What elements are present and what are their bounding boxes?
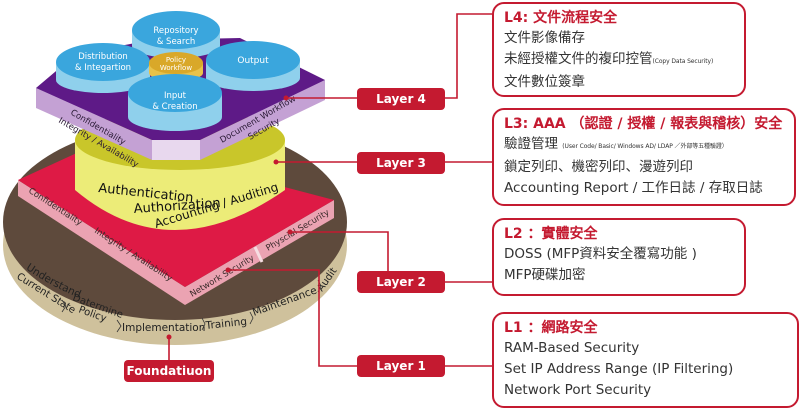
l4-title: L4: 文件流程安全 — [504, 10, 618, 26]
l3-line-1-note: (User Code/ Basic/ Windows AD/ LDAP ／外部等… — [562, 143, 728, 150]
layer2-tag-label: Layer 2 — [376, 275, 426, 289]
l4-line-2-note: (Copy Data Security) — [652, 58, 714, 65]
policy-label: Policy — [166, 56, 186, 64]
distribution-label: Distribution — [78, 52, 128, 62]
connector-lines — [168, 13, 492, 367]
l4-info-box: L4: 文件流程安全 文件影像備存 未經授權文件的複印控管(Copy Data … — [492, 2, 746, 97]
foundation-tag-label: Foundatiuon — [126, 364, 212, 378]
l2-title: L2 ：實體安全 — [504, 226, 598, 242]
distribution-cylinder — [56, 43, 150, 93]
l4-line-1: 文件影像備存 — [504, 30, 585, 46]
connector-dots — [166, 95, 293, 340]
l2-info-box: L2 ：實體安全 DOSS (MFP資料安全覆寫功能 ) MFP硬碟加密 — [492, 218, 746, 296]
layer4-tag: Layer 4 — [357, 88, 445, 110]
policy-label-2: Workflow — [160, 64, 192, 72]
layer1-tag-label: Layer 1 — [376, 359, 426, 373]
repository-cylinder — [132, 11, 220, 58]
l2-line-2: MFP硬碟加密 — [504, 267, 586, 283]
layer2-tag: Layer 2 — [357, 271, 445, 293]
l2-line-1: DOSS (MFP資料安全覆寫功能 ) — [504, 246, 697, 262]
l3-title: L3: AAA （認證 / 授權 / 報表與稽核）安全 — [504, 116, 783, 132]
layer3-tag: Layer 3 — [357, 152, 445, 174]
l3-line-3: Accounting Report / 工作日誌 / 存取日誌 — [504, 180, 763, 196]
step-training: Training — [204, 316, 247, 332]
repository-label-2: & Search — [157, 37, 196, 47]
l1-line-1: RAM-Based Security — [504, 340, 640, 356]
input-label-2: & Creation — [152, 102, 197, 112]
step-implementation: Implementation — [122, 322, 205, 334]
distribution-label-2: & Integartion — [75, 63, 131, 73]
l1-line-2: Set IP Address Range (IP Filtering) — [504, 361, 734, 377]
output-cylinder — [206, 41, 300, 91]
l4-line-2-text: 未經授權文件的複印控管 — [504, 51, 653, 67]
repository-label: Repository — [153, 26, 198, 36]
authorization-label: Authorization — [133, 196, 221, 217]
output-label: Output — [237, 56, 269, 66]
l1-title: L1 ：網路安全 — [504, 320, 598, 336]
l3-line-1-text: 驗證管理 — [504, 136, 558, 152]
l4-line-2: 未經授權文件的複印控管(Copy Data Security) — [504, 49, 734, 72]
input-label: Input — [164, 91, 187, 101]
l3-line-2: 鎖定列印、機密列印、漫遊列印 — [504, 159, 693, 175]
l1-info-box: L1 ：網路安全 RAM-Based Security Set IP Addre… — [492, 312, 799, 408]
l3-line-1: 驗證管理 (User Code/ Basic/ Windows AD/ LDAP… — [504, 134, 784, 157]
layer3-tag-label: Layer 3 — [376, 156, 426, 170]
foundation-tag: Foundatiuon — [124, 360, 214, 382]
layer1-tag: Layer 1 — [357, 355, 445, 377]
l4-line-3: 文件數位簽章 — [504, 74, 585, 90]
layer4-tag-label: Layer 4 — [376, 92, 426, 106]
input-cylinder — [128, 74, 222, 131]
l3-info-box: L3: AAA （認證 / 授權 / 報表與稽核）安全 驗證管理 (User C… — [492, 108, 796, 206]
l1-line-3: Network Port Security — [504, 382, 652, 398]
